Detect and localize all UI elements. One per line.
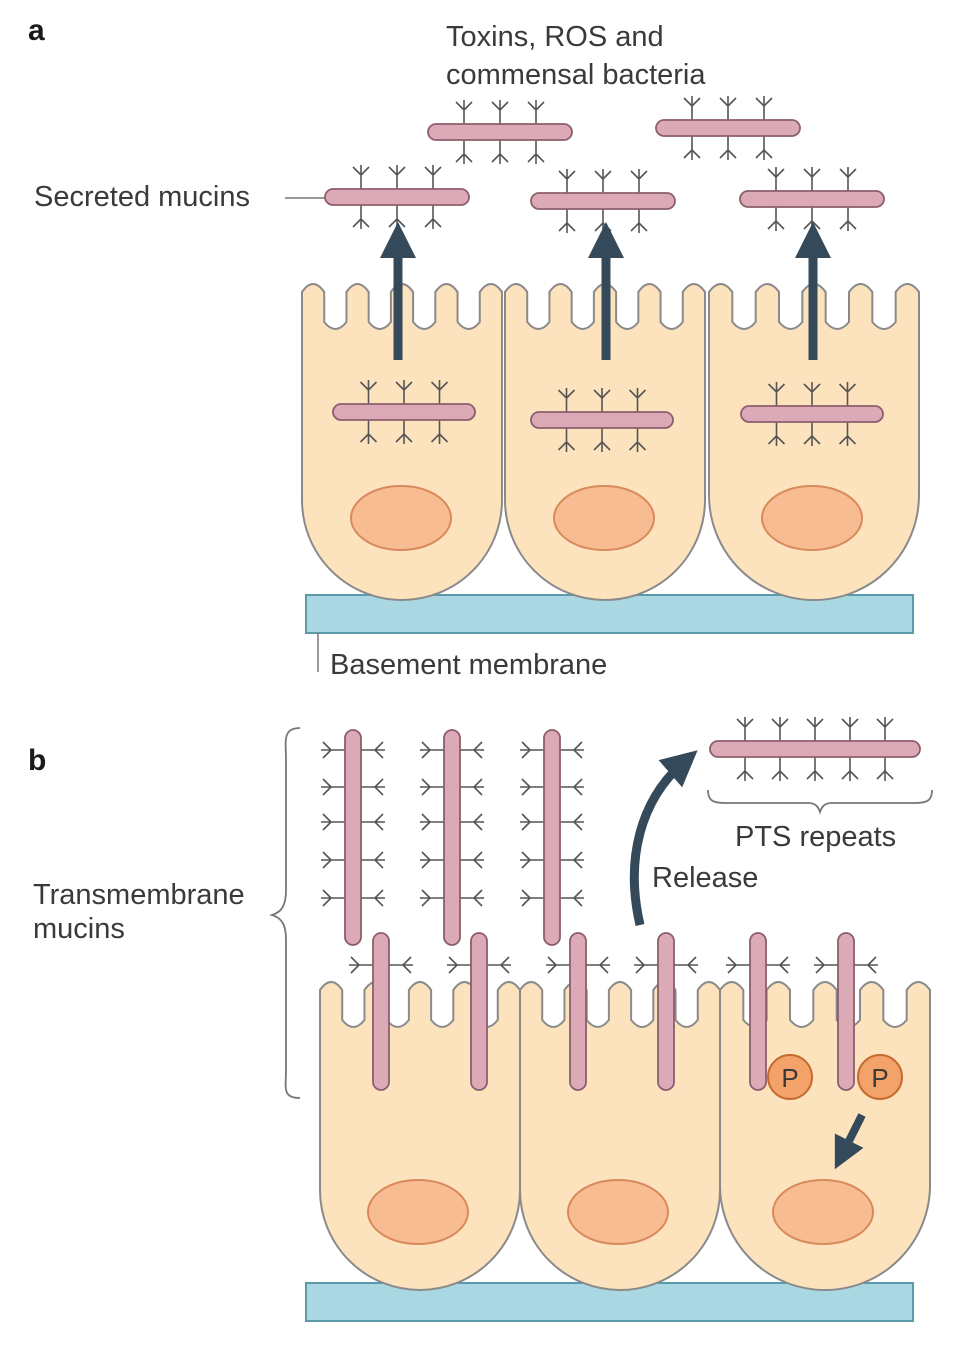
basement-membrane-label: Basement membrane <box>330 649 607 681</box>
basement-membrane-a <box>305 594 914 634</box>
transmembrane-label-line2: mucins <box>33 913 125 945</box>
transmembrane-mucin-short-1 <box>349 932 413 1091</box>
transmembrane-mucin-tall-1 <box>321 729 385 946</box>
phospho-label-1: P <box>781 1063 798 1093</box>
toxins-label-line2: commensal bacteria <box>446 59 706 91</box>
phospho-site-2: P <box>857 1054 903 1100</box>
nucleus-b-1 <box>367 1179 469 1245</box>
nucleus-a-1 <box>350 485 452 551</box>
released-mucin <box>709 717 921 781</box>
secreted-mucin-5 <box>739 167 885 231</box>
toxins-label-line1: Toxins, ROS and <box>446 21 664 53</box>
signal-arrow <box>834 1113 866 1170</box>
released-pts-mucin <box>709 717 921 781</box>
nucleus-a-2 <box>553 485 655 551</box>
transmembrane-mucin-short-2 <box>447 932 511 1091</box>
transmembrane-mucin-tall-3 <box>520 729 584 946</box>
panel-b-letter: b <box>28 744 46 777</box>
nucleus-a-3 <box>761 485 863 551</box>
transmembrane-label-line1: Transmembrane <box>33 879 245 911</box>
phospho-label-2: P <box>871 1063 888 1093</box>
secreted-mucin-1 <box>427 100 573 164</box>
secreted-mucin-4 <box>530 169 676 233</box>
phospho-site-1: P <box>767 1054 813 1100</box>
release-arrow <box>629 750 698 927</box>
nucleus-b-3 <box>772 1179 874 1245</box>
transmembrane-mucin-short-3 <box>546 932 610 1091</box>
secreted-mucin-3 <box>324 165 470 229</box>
secreted-mucin-2 <box>655 96 801 160</box>
transmembrane-mucins-group <box>321 729 878 1091</box>
panel-a-letter: a <box>28 14 45 47</box>
transmembrane-mucin-short-5 <box>726 932 790 1091</box>
pts-brace <box>707 789 933 815</box>
transmembrane-mucin-short-6 <box>814 932 878 1091</box>
pts-repeats-label: PTS repeats <box>735 821 896 853</box>
secreted-mucins-group <box>324 96 885 233</box>
epithelial-cells-a <box>301 283 920 601</box>
intracellular-mucin-3 <box>740 382 884 446</box>
intracellular-mucin-1 <box>332 380 476 444</box>
release-label: Release <box>652 862 758 894</box>
transmembrane-mucin-short-4 <box>634 932 698 1091</box>
transmembrane-brace <box>268 727 301 1099</box>
transmembrane-mucin-tall-2 <box>420 729 484 946</box>
nucleus-b-2 <box>567 1179 669 1245</box>
secreted-mucins-label: Secreted mucins <box>34 181 250 213</box>
intracellular-mucin-2 <box>530 388 674 452</box>
